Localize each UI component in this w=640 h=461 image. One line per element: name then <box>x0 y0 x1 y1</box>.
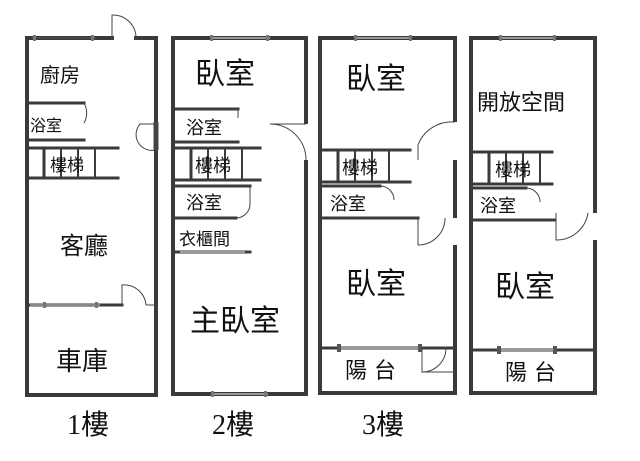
room-label-garage: 車庫 <box>56 347 108 377</box>
room-label-bath: 浴室 <box>330 194 366 215</box>
room-label-closet: 衣櫃間 <box>179 230 230 250</box>
floor-plan-1f: 廚房 浴室 樓梯 客廳 車庫 1樓 <box>25 14 159 441</box>
room-label-kitchen: 廚房 <box>40 63 80 87</box>
floor-label-2f: 2樓 <box>212 409 254 441</box>
room-label-bedroom: 臥室 <box>195 57 255 92</box>
room-label-bath2: 浴室 <box>186 193 222 214</box>
floor-plan-2f: 臥室 浴室 樓梯 浴室 衣櫃間 主臥室 2樓 <box>171 35 309 441</box>
room-label-bath1: 浴室 <box>186 118 222 139</box>
room-label-bedroom1: 臥室 <box>346 62 406 97</box>
room-label-stairs: 樓梯 <box>195 156 231 177</box>
room-label-stairs: 樓梯 <box>495 160 531 181</box>
room-label-balcony: 陽 台 <box>345 359 396 384</box>
room-label-bedroom2: 臥室 <box>346 267 406 302</box>
floor-plan-3f: 臥室 樓梯 浴室 臥室 陽 台 3樓 <box>318 35 458 441</box>
floor-label-3f: 3樓 <box>362 409 404 441</box>
room-label-master: 主臥室 <box>190 304 280 339</box>
room-label-bath: 浴室 <box>30 116 62 135</box>
room-label-balcony: 陽 台 <box>505 361 556 386</box>
room-label-bath: 浴室 <box>480 196 516 217</box>
room-label-bedroom: 臥室 <box>495 270 555 305</box>
room-label-living: 客廳 <box>60 232 108 260</box>
room-label-stairs: 樓梯 <box>342 158 378 179</box>
floor-label-1f: 1樓 <box>67 409 109 441</box>
room-label-open-space: 開放空間 <box>477 91 565 116</box>
floor-plan-4f: 開放空間 樓梯 浴室 臥室 陽 台 <box>469 35 598 395</box>
room-label-stairs: 樓梯 <box>50 156 84 176</box>
